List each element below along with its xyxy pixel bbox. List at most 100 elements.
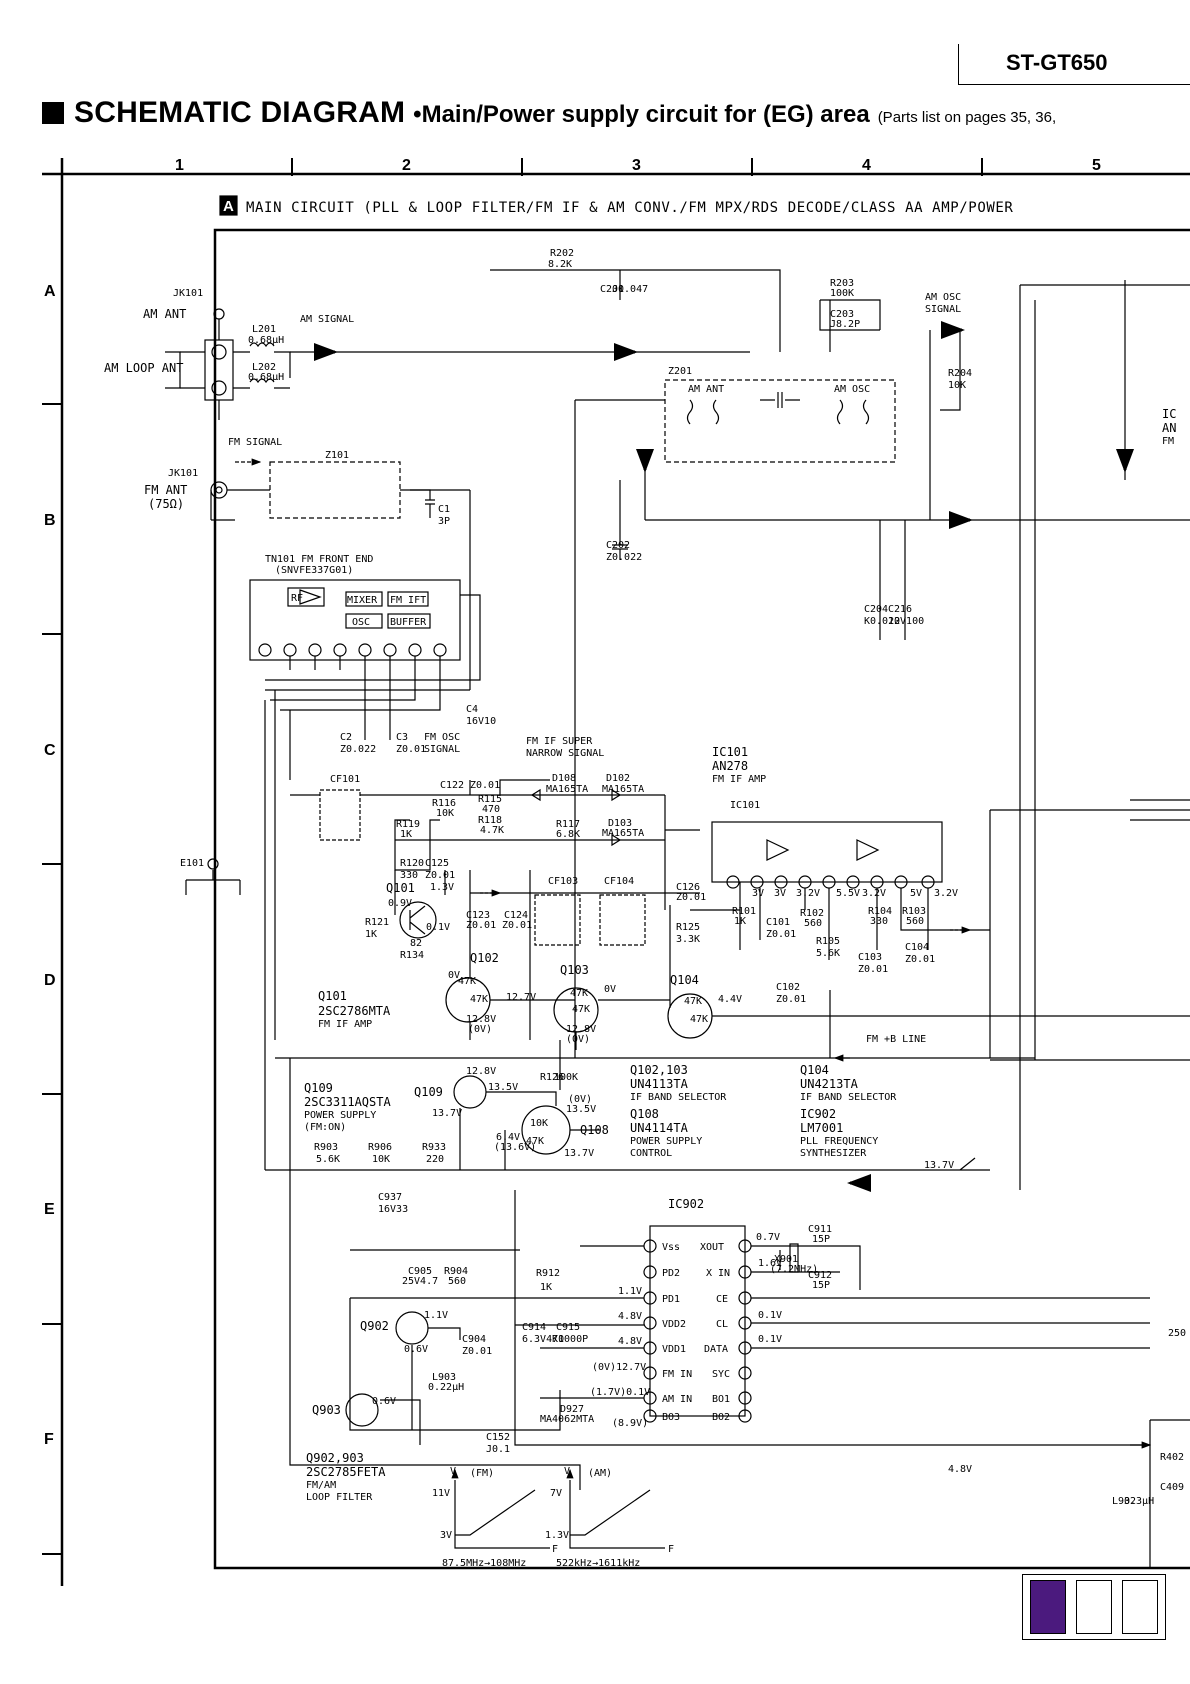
ic902-desc-1: PLL FREQUENCY <box>800 1136 878 1147</box>
model-number: ST-GT650 <box>1006 50 1108 75</box>
q108-part: UN4114TA <box>630 1121 689 1135</box>
r118-value: 4.7K <box>480 825 504 836</box>
l201-label: L201 <box>252 324 276 335</box>
r101-value: 1K <box>734 916 746 927</box>
q101-voltage-1: 0.9V <box>388 898 412 909</box>
rf-block-label: RF <box>291 593 303 604</box>
q103-r47k-1: 47K <box>570 988 588 999</box>
q101-title: Q101 <box>318 989 347 1003</box>
q108-voltage-0p: (0V) <box>568 1094 592 1105</box>
r134-value: 82 <box>410 938 422 949</box>
c912-label: C912 <box>808 1270 832 1281</box>
cf101-filter <box>319 789 361 841</box>
ic902-pin13: VDD2 <box>662 1319 686 1330</box>
q101-part: 2SC2786MTA <box>318 1004 391 1018</box>
q108-title: Q108 <box>630 1107 659 1121</box>
title-bullet-icon <box>42 102 64 124</box>
q104-label: Q104 <box>670 973 699 987</box>
ic101-desc: FM IF AMP <box>712 774 766 785</box>
c201-label: C201 <box>600 284 624 295</box>
ic101-pin-voltage-2: 3V <box>774 888 786 899</box>
am-signal-label: AM SIGNAL <box>300 314 354 325</box>
q101-voltage-2: 0.1V <box>426 922 450 933</box>
r933-label: R933 <box>422 1142 446 1153</box>
ic902-cl-voltage: 0.1V <box>758 1310 782 1321</box>
grid-row-c: C <box>44 742 56 759</box>
q109-title: Q109 <box>304 1081 333 1095</box>
c125-value: Z0.01 <box>425 870 455 881</box>
ic101-pin-voltage-3: 3.2V <box>796 888 820 899</box>
c914-label: C914 <box>522 1322 546 1333</box>
r912-label: R912 <box>536 1268 560 1279</box>
fm-ift-block-label: FM IFT <box>390 595 426 606</box>
z201-coil-block <box>664 379 896 463</box>
fm-graph-f-axis: F <box>552 1544 558 1555</box>
cf104-label: CF104 <box>604 876 634 887</box>
q109-voltage-3: 13.7V <box>432 1108 462 1119</box>
r204-label: R204 <box>948 368 972 379</box>
c126-label: C126 <box>676 882 700 893</box>
buffer-block-label: BUFFER <box>390 617 427 628</box>
r903-label: R903 <box>314 1142 338 1153</box>
r120-label: R120 <box>400 858 424 869</box>
q101-desc: FM IF AMP <box>318 1019 372 1030</box>
q108-voltage-137: 13.7V <box>564 1148 594 1159</box>
r104-value: 330 <box>870 916 888 927</box>
d102-label: D102 <box>606 773 630 784</box>
page-nav-box-2[interactable] <box>1076 1580 1112 1634</box>
section-badge: A <box>223 198 234 215</box>
q102-voltage-128: 12.8V <box>466 1014 496 1025</box>
ic902-am-in-voltage: (1.7V)0.1V <box>590 1387 650 1398</box>
z101-label: Z101 <box>325 450 349 461</box>
fm-graph-v-axis: V <box>450 1466 456 1477</box>
grid-col-5: 5 <box>1092 157 1101 174</box>
r104-label: R104 <box>868 906 892 917</box>
q109-transistor <box>453 1075 487 1109</box>
fm-osc-signal-label-1: FM OSC <box>424 732 460 743</box>
section-title: MAIN CIRCUIT (PLL & LOOP FILTER/FM IF & … <box>246 200 1013 216</box>
r250-label: 250 <box>1168 1328 1186 1339</box>
c201-value: J0.047 <box>612 284 648 295</box>
q903-voltage: 0.6V <box>372 1396 396 1407</box>
page-nav-box-1[interactable] <box>1030 1580 1066 1634</box>
grid-row-d: D <box>44 972 56 989</box>
page-title: SCHEMATIC DIAGRAM•Main/Power supply circ… <box>42 96 1056 130</box>
am-graph-7v: 7V <box>550 1488 562 1499</box>
ic902-pd1-voltage: 1.1V <box>618 1286 642 1297</box>
c905-value: 25V4.7 <box>402 1276 438 1287</box>
am-graph-mode: (AM) <box>588 1468 612 1479</box>
q902-903-desc-2: LOOP FILTER <box>306 1492 373 1503</box>
am-antenna-jack <box>204 339 234 401</box>
ic902-pin3: CE <box>716 1294 728 1305</box>
c905-label: C905 <box>408 1266 432 1277</box>
q102-r47k-1: 47K <box>458 976 476 987</box>
c2-label: C2 <box>340 732 352 743</box>
c103-label: C103 <box>858 952 882 963</box>
jk101-fm-label: JK101 <box>168 468 198 479</box>
q102-voltage-0: 0V <box>448 970 460 981</box>
c904-value: Z0.01 <box>462 1346 492 1357</box>
r117-value: 6.8K <box>556 829 580 840</box>
c3-value: Z0.01 <box>396 744 426 755</box>
q109-label: Q109 <box>414 1085 443 1099</box>
grid-row-f: F <box>44 1431 54 1448</box>
cf104-filter <box>599 894 646 946</box>
q103-voltage-0: 0V <box>604 984 616 995</box>
r103-value: 560 <box>906 916 924 927</box>
r105-label: R105 <box>816 936 840 947</box>
c904-label: C904 <box>462 1334 486 1345</box>
ic101-label: IC101 <box>730 800 760 811</box>
grid-row-b: B <box>44 512 56 529</box>
ic902-pin16: Vss <box>662 1242 680 1253</box>
r933-value: 220 <box>426 1154 444 1165</box>
line-voltage-137: 13.7V <box>924 1160 954 1171</box>
c202-label: C202 <box>606 540 630 551</box>
c123-label: C123 <box>466 910 490 921</box>
q102-label: Q102 <box>470 951 499 965</box>
r202-value: 8.2K <box>548 259 572 270</box>
c152-value: J0.1 <box>486 1444 510 1455</box>
c914-value: 6.3V470 <box>522 1334 564 1345</box>
page-nav-box-3[interactable] <box>1122 1580 1158 1634</box>
c216-label: C216 <box>888 604 912 615</box>
c204-label: C204 <box>864 604 888 615</box>
